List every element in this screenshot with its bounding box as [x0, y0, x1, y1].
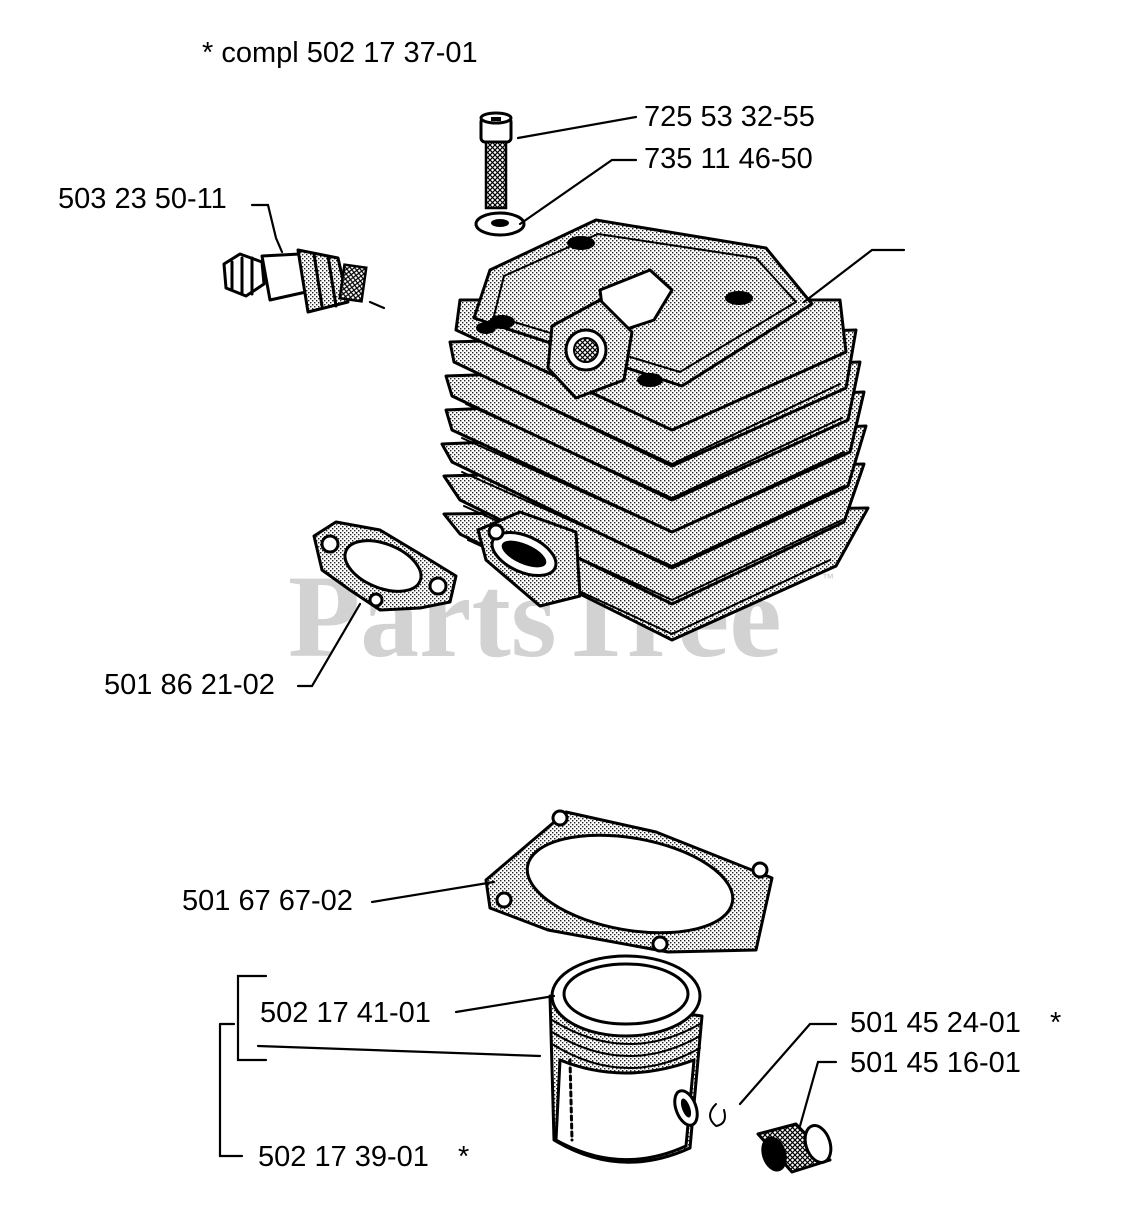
label-exhaust-gasket[interactable]: 501 86 21-02 [104, 669, 275, 701]
label-circlip[interactable]: 501 45 24-01 [850, 1007, 1021, 1039]
label-needle-bearing[interactable]: 501 45 16-01 [850, 1047, 1021, 1079]
bolt-hole [637, 373, 663, 387]
label-screw[interactable]: 725 53 32-55 [644, 101, 815, 133]
leader-lines [218, 115, 906, 1158]
label-piston-kit-star: * [458, 1141, 469, 1173]
screw[interactable] [479, 111, 513, 210]
part-labels: 725 53 32-55 735 11 46-50 503 23 50-11 5… [58, 101, 1061, 1173]
piston[interactable] [548, 954, 704, 1164]
label-washer[interactable]: 735 11 46-50 [644, 143, 813, 175]
spark-plug[interactable] [222, 248, 386, 314]
label-cylinder-gasket[interactable]: 501 67 67-02 [182, 885, 353, 917]
bolt-hole [725, 291, 753, 305]
bolt-hole [567, 236, 595, 250]
bolt-hole [489, 315, 515, 329]
label-piston-kit[interactable]: 502 17 39-01 [258, 1141, 429, 1173]
exhaust-gasket[interactable] [312, 520, 458, 612]
washer[interactable] [474, 211, 526, 237]
needle-bearing[interactable] [756, 1122, 835, 1175]
label-spark-plug[interactable]: 503 23 50-11 [58, 183, 227, 215]
cylinder[interactable] [440, 218, 870, 642]
circlip[interactable] [709, 1103, 726, 1127]
label-piston-ring[interactable]: 502 17 41-01 [260, 997, 431, 1029]
kit-note: * compl 502 17 37-01 [202, 37, 478, 69]
cylinder-gasket[interactable] [484, 809, 774, 954]
watermark-trademark: ™ [822, 571, 834, 585]
label-circlip-star: * [1050, 1007, 1061, 1039]
